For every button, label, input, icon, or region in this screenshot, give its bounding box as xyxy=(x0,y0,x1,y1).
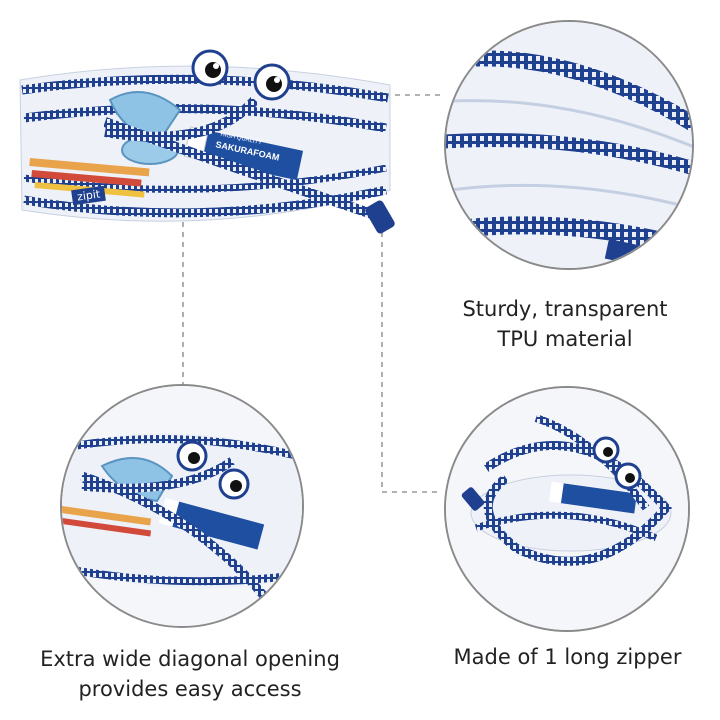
zipper-caption-line: Made of 1 long zipper xyxy=(453,645,682,669)
main-product-photo: zipit HIGH QUALITY SAKURAFOAM xyxy=(10,40,400,240)
material-caption-line2: TPU material xyxy=(497,327,633,351)
material-caption-line1: Sturdy, transparent xyxy=(462,297,668,321)
material-caption: Sturdy, transparent TPU material xyxy=(430,294,700,354)
opening-closeup-circle xyxy=(60,384,304,628)
material-closeup-circle xyxy=(444,20,694,270)
opening-caption-line2: provides easy access xyxy=(78,677,302,701)
opening-caption: Extra wide diagonal opening provides eas… xyxy=(20,644,360,704)
zipper-closeup-circle xyxy=(444,386,690,632)
opening-caption-line1: Extra wide diagonal opening xyxy=(40,647,340,671)
zipper-caption: Made of 1 long zipper xyxy=(430,642,705,672)
